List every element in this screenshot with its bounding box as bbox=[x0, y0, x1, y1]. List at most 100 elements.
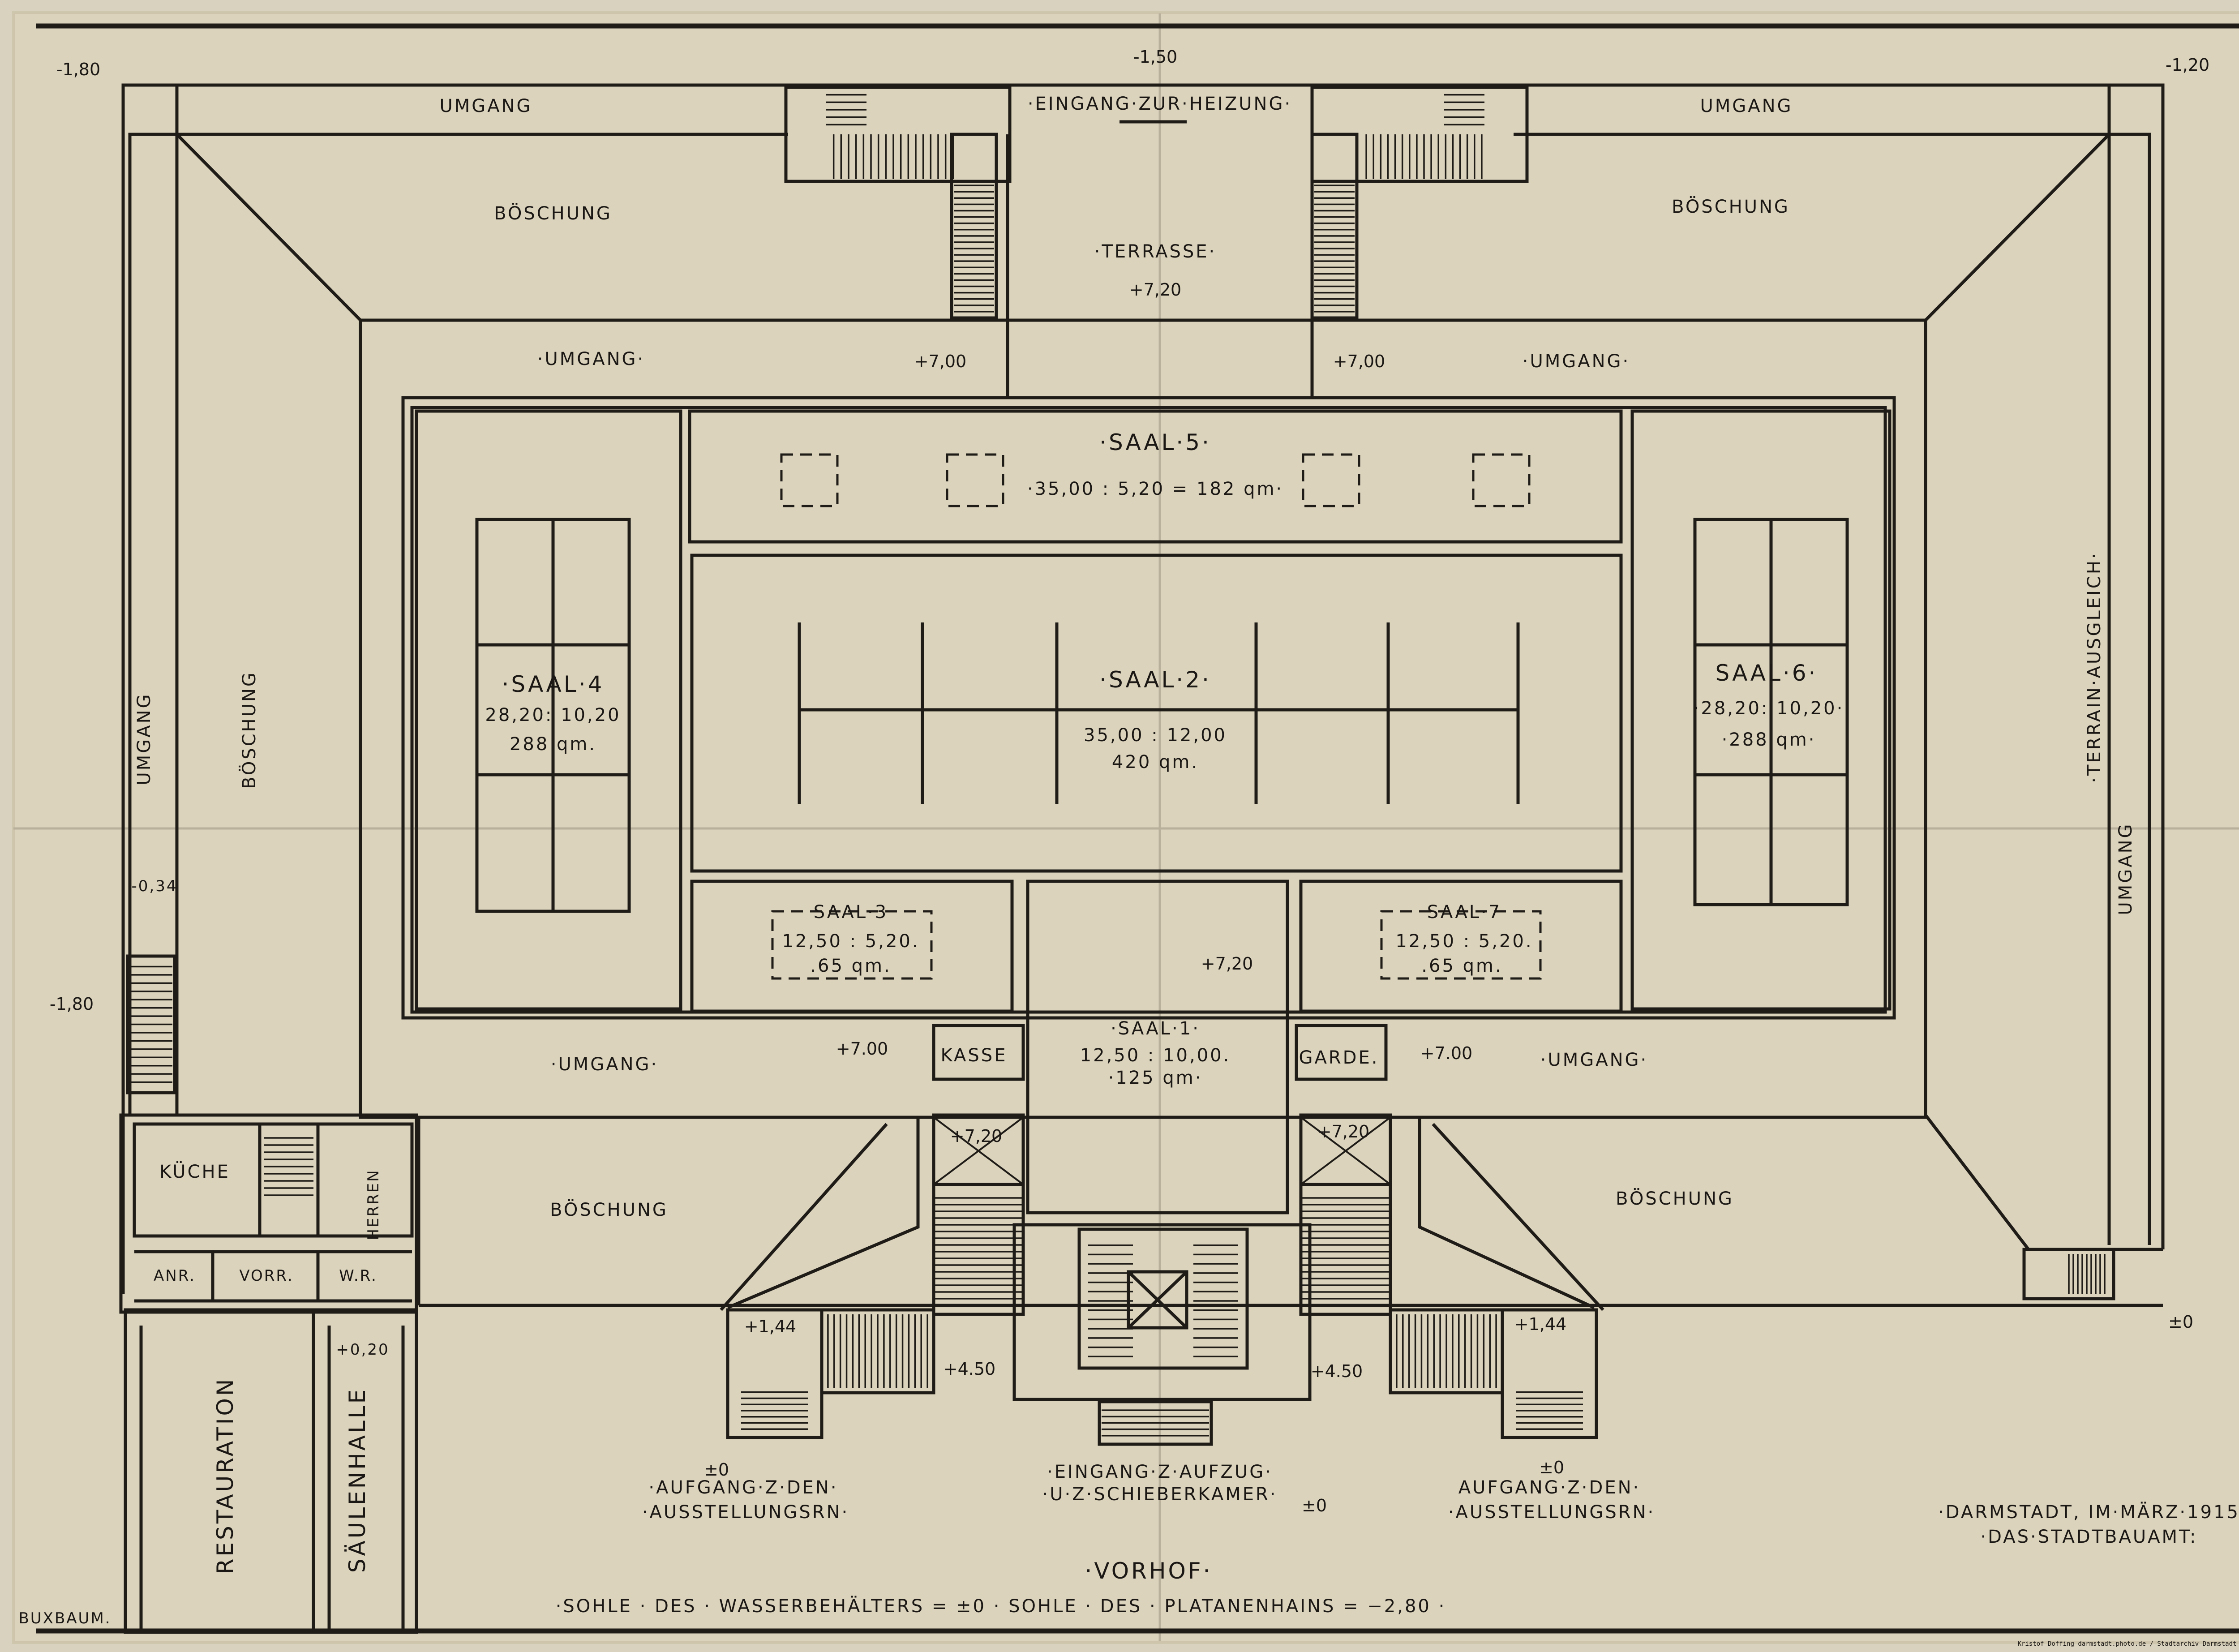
label-umgang-top-left: UMGANG bbox=[439, 96, 532, 116]
label-terrain-ausgleich: ·TERRAIN·AUSGLEICH· bbox=[2084, 551, 2105, 783]
saal5-pillar-4 bbox=[1472, 453, 1531, 507]
left-wing bbox=[119, 954, 418, 1634]
saal2-room bbox=[690, 554, 1623, 873]
label-vorr: VORR. bbox=[239, 1267, 293, 1285]
label-restauration: RESTAURATION bbox=[212, 1377, 238, 1575]
saal7-area: .65 qm. bbox=[1421, 956, 1502, 976]
elevation-eingang: ±0 bbox=[1302, 1496, 1327, 1515]
saal6-area: ·288 qm· bbox=[1722, 729, 1816, 750]
elevation-stair-right: +7,00 bbox=[1333, 352, 1385, 371]
label-saeulenhalle: SÄULENHALLE bbox=[344, 1387, 370, 1573]
label-umgang-inner-right: ·UMGANG· bbox=[1523, 351, 1630, 372]
caption-eingang-2: ·U·Z·SCHIEBERKAMER· bbox=[1042, 1484, 1278, 1505]
elevation-terrasse: +7,20 bbox=[1129, 280, 1181, 300]
landing-box-right bbox=[1299, 1116, 1392, 1186]
saal1-room bbox=[1026, 880, 1289, 1214]
saal5-name: ·SAAL·5· bbox=[1099, 429, 1211, 455]
saal4-room bbox=[415, 409, 682, 1011]
elevation-top-center: -1,50 bbox=[1133, 47, 1177, 67]
elevation-aufgang-left: ±0 bbox=[704, 1460, 729, 1480]
label-kueche: KÜCHE bbox=[159, 1161, 230, 1182]
saal3-vitrine bbox=[771, 910, 933, 980]
caption-city: ·DARMSTADT, IM·MÄRZ·1915 bbox=[1938, 1501, 2239, 1523]
elevation-box-right: +7,20 bbox=[1317, 1122, 1369, 1141]
elevation-ramp-right-mid: +4.50 bbox=[1311, 1361, 1363, 1381]
label-umgang-top-right: UMGANG bbox=[1700, 96, 1793, 116]
label-boeschung-top-left: BÖSCHUNG bbox=[494, 202, 612, 224]
saal7-name: SAAL·7 bbox=[1427, 902, 1501, 923]
label-buxbaum: BUXBAUM. bbox=[18, 1609, 111, 1627]
stair-top-left-landing bbox=[784, 86, 1012, 183]
central-stair-block bbox=[932, 1113, 1392, 1446]
plan-labels: -1,80-1,50-1,20-0,34-1,80±0+7,20+7,00+7,… bbox=[18, 47, 2239, 1648]
exhibition-block-outer bbox=[401, 396, 1896, 1020]
caption-aufgang-left-2: ·AUSSTELLUNGSRN· bbox=[642, 1502, 849, 1523]
label-umgang-inner-left: ·UMGANG· bbox=[537, 349, 645, 369]
saal4-name: ·SAAL·4 bbox=[502, 671, 605, 697]
caption-aufgang-right-2: ·AUSSTELLUNGSRN· bbox=[1448, 1502, 1655, 1523]
elevation-saeulenhalle: +0,20 bbox=[336, 1341, 389, 1359]
caption-sohle: ·SOHLE · DES · WASSERBEHÄLTERS = ±0 · SO… bbox=[556, 1595, 1446, 1617]
label-terrasse: ·TERRASSE· bbox=[1094, 241, 1217, 262]
saal5-room bbox=[688, 409, 1623, 544]
elevation-right-lower: +7.00 bbox=[1420, 1043, 1472, 1063]
boeschung-diag-right bbox=[1432, 1123, 1604, 1311]
elevation-ramp-left-mid: +4.50 bbox=[944, 1359, 995, 1379]
label-umgang-lower-left: ·UMGANG· bbox=[551, 1054, 659, 1075]
elevation-saal1: +7,20 bbox=[1201, 954, 1253, 974]
caption-eingang-1: ·EINGANG·Z·AUFZUG· bbox=[1047, 1462, 1273, 1482]
boeschung-diag-left bbox=[720, 1123, 888, 1311]
elevation-left-lower: +7.00 bbox=[836, 1039, 888, 1059]
stair-treads bbox=[130, 94, 2106, 1437]
saal6-skylight bbox=[1693, 518, 1849, 906]
label-umgang-left: UMGANG bbox=[134, 692, 154, 785]
kasse-room bbox=[932, 1024, 1025, 1081]
caption-stadtbauamt: ·DAS·STADTBAUAMT: bbox=[1980, 1527, 2197, 1547]
outer-frame bbox=[121, 83, 2165, 1294]
stair-right-exit bbox=[2022, 1248, 2115, 1300]
saal5-pillar-1 bbox=[780, 453, 839, 507]
front-diagonal-left bbox=[727, 1117, 920, 1309]
caption-vorhof: ·VORHOF· bbox=[1085, 1558, 1213, 1584]
saal6-dims: ·28,20: 10,20· bbox=[1694, 698, 1844, 719]
saal1-name: ·SAAL·1· bbox=[1111, 1018, 1200, 1039]
elevation-aufgang-right: ±0 bbox=[1539, 1458, 1564, 1477]
elevation-top-left: -1,80 bbox=[56, 60, 100, 79]
label-boeschung-top-right: BÖSCHUNG bbox=[1672, 196, 1790, 217]
saal3-dims: 12,50 : 5,20. bbox=[782, 931, 919, 952]
label-umgang-lower-right: ·UMGANG· bbox=[1540, 1050, 1648, 1070]
elevation-top-right: -1,20 bbox=[2166, 55, 2209, 75]
stair-top-left-flight bbox=[950, 133, 998, 320]
front-diagonal-right bbox=[1418, 1117, 1595, 1309]
saal2-dims: 35,00 : 12,00 bbox=[1084, 725, 1227, 746]
saal7-vitrine bbox=[1380, 910, 1542, 980]
exhibition-block-inner bbox=[410, 406, 1887, 1014]
ramp-right-flight bbox=[1389, 1308, 1504, 1395]
label-umgang-right: UMGANG bbox=[2115, 822, 2136, 915]
label-herren: HERREN bbox=[365, 1169, 382, 1240]
saal6-room bbox=[1630, 409, 1892, 1011]
saal4-dims: 28,20: 10,20 bbox=[485, 705, 621, 725]
ramp-left-flight bbox=[820, 1308, 935, 1395]
label-kasse: KASSE bbox=[941, 1045, 1008, 1066]
saal5-pillar-2 bbox=[946, 453, 1004, 507]
saal2-roof-trusses bbox=[798, 622, 1520, 804]
saal2-name: ·SAAL·2· bbox=[1099, 667, 1211, 693]
elevation-box-left: +7,20 bbox=[950, 1126, 1002, 1146]
saal4-area: 288 qm. bbox=[510, 734, 596, 755]
label-boeschung-lower-right: BÖSCHUNG bbox=[1616, 1188, 1734, 1209]
outer-frame-inner-left bbox=[128, 133, 788, 1115]
saal1-area: ·125 qm· bbox=[1108, 1068, 1203, 1088]
landing-box-left bbox=[932, 1116, 1025, 1186]
saal5-pillar-3 bbox=[1302, 453, 1360, 507]
saal5-size: ·35,00 : 5,20 = 182 qm· bbox=[1027, 479, 1283, 499]
saal7-dims: 12,50 : 5,20. bbox=[1395, 931, 1533, 952]
caption-aufgang-left-1: ·AUFGANG·Z·DEN· bbox=[648, 1477, 838, 1498]
stair-top-right-flight bbox=[1310, 133, 1359, 320]
saal2-area: 420 qm. bbox=[1112, 752, 1199, 772]
garde-room bbox=[1295, 1024, 1388, 1081]
elevation-left-mid: -1,80 bbox=[50, 994, 94, 1014]
label-eingang-heizung: ·EINGANG·ZUR·HEIZUNG· bbox=[1028, 94, 1292, 114]
